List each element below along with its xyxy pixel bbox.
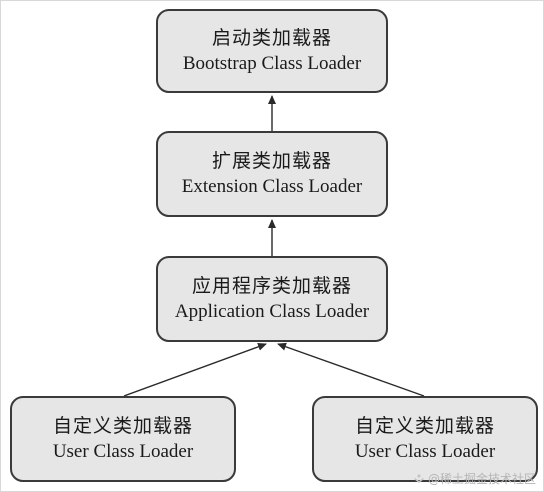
node-application-cn-label: 应用程序类加载器: [191, 275, 352, 297]
watermark: @稀土掘金技术社区: [413, 470, 536, 487]
node-user-class-loader-left: 自定义类加载器 User Class Loader: [10, 396, 236, 482]
juejin-logo-icon: [413, 473, 424, 483]
node-application-en-label: Application Class Loader: [174, 301, 370, 322]
node-extension-class-loader: 扩展类加载器 Extension Class Loader: [156, 131, 388, 217]
node-user-class-loader-right: 自定义类加载器 User Class Loader: [312, 396, 538, 482]
node-user-right-en-label: User Class Loader: [354, 441, 496, 462]
node-bootstrap-en-label: Bootstrap Class Loader: [182, 53, 362, 74]
node-user-left-cn-label: 自定义类加载器: [52, 415, 193, 437]
node-extension-cn-label: 扩展类加载器: [211, 150, 332, 172]
node-user-right-cn-label: 自定义类加载器: [354, 415, 495, 437]
node-bootstrap-class-loader: 启动类加载器 Bootstrap Class Loader: [156, 9, 388, 93]
node-extension-en-label: Extension Class Loader: [181, 176, 363, 197]
node-application-class-loader: 应用程序类加载器 Application Class Loader: [156, 256, 388, 342]
watermark-text: @稀土掘金技术社区: [427, 472, 536, 486]
node-bootstrap-cn-label: 启动类加载器: [211, 27, 332, 49]
node-user-left-en-label: User Class Loader: [52, 441, 194, 462]
